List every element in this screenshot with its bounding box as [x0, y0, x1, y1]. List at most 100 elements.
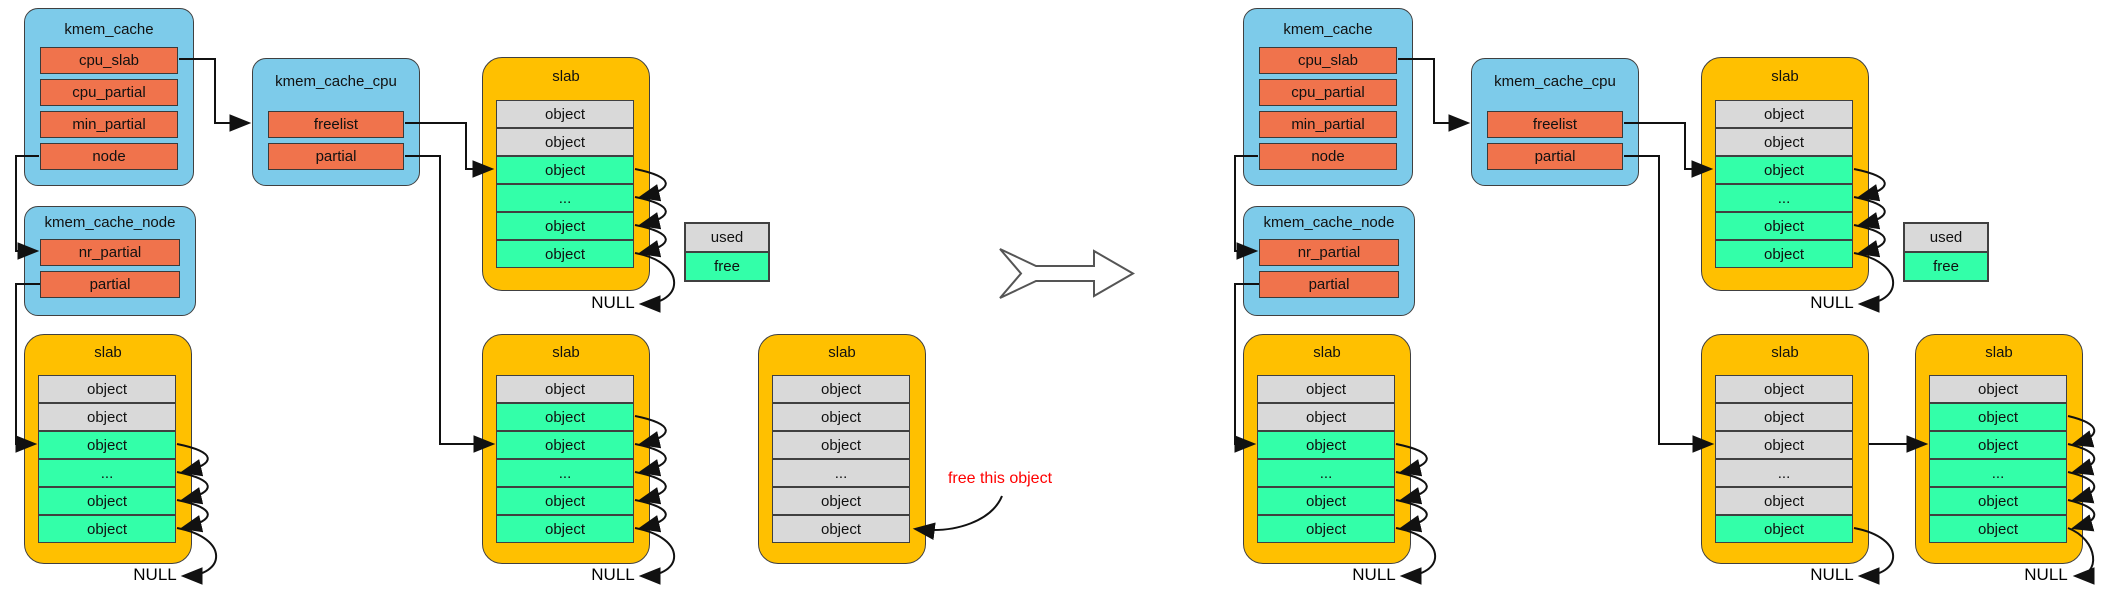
null-label: NULL: [1352, 565, 1396, 584]
field-node: node: [40, 143, 178, 170]
slab-object-row: object: [1929, 487, 2067, 515]
slab-object-row: object: [1715, 487, 1853, 515]
slab-object-row: ...: [1715, 459, 1853, 487]
field-cpu-partial: cpu_partial: [1259, 79, 1397, 106]
slab-object-row: object: [496, 100, 634, 128]
slab-full-left: slab object object object ... object obj…: [758, 334, 926, 564]
slab-object-row: object: [1715, 403, 1853, 431]
transform-arrow: [999, 248, 1136, 299]
slab-title: slab: [552, 344, 580, 361]
field-partial: partial: [1487, 143, 1623, 170]
slab-object-row: object: [1257, 487, 1395, 515]
slab-object-row: object: [772, 431, 910, 459]
slab-object-row: object: [1929, 515, 2067, 543]
kmem-cache-node-box-left: kmem_cache_node nr_partial partial: [24, 206, 196, 316]
slab-object-row: object: [1715, 375, 1853, 403]
null-label: NULL: [591, 293, 635, 312]
free-this-object-annotation: free this object: [947, 470, 1053, 487]
field-freelist: freelist: [268, 111, 404, 138]
kmem-cache-cpu-title: kmem_cache_cpu: [275, 73, 397, 90]
field-min-partial: min_partial: [40, 111, 178, 138]
slab-object-row: ...: [496, 184, 634, 212]
slab-object-row: object: [496, 487, 634, 515]
slab-object-row: object: [496, 128, 634, 156]
slab-object-row: object: [496, 403, 634, 431]
slab-title: slab: [1771, 344, 1799, 361]
slab-object-row: object: [1715, 156, 1853, 184]
slab-object-row: object: [772, 403, 910, 431]
slab-object-row: object: [1715, 515, 1853, 543]
pointer-partial-to-slab-right: [1624, 155, 1715, 453]
null-label: NULL: [1810, 565, 1854, 584]
field-freelist: freelist: [1487, 111, 1623, 138]
slab-object-row: object: [1929, 431, 2067, 459]
kmem-cache-node-title: kmem_cache_node: [44, 214, 176, 231]
slab-title: slab: [552, 68, 580, 85]
slab-title: slab: [828, 344, 856, 361]
slab-object-row: object: [1715, 128, 1853, 156]
slab-object-row: object: [496, 375, 634, 403]
kmem-cache-title: kmem_cache: [1283, 21, 1373, 38]
field-min-partial: min_partial: [1259, 111, 1397, 138]
slab-title: slab: [1313, 344, 1341, 361]
slab-object-row: object: [1929, 375, 2067, 403]
field-cpu-slab: cpu_slab: [40, 47, 178, 74]
field-node: node: [1259, 143, 1397, 170]
slab-object-row: object: [1715, 431, 1853, 459]
slab-object-row: object: [496, 515, 634, 543]
slab-object-row: ...: [1715, 184, 1853, 212]
slab-node-partial-right: slab object object object ... object obj…: [1243, 334, 1411, 564]
slab-title: slab: [1985, 344, 2013, 361]
legend-used: used: [685, 223, 769, 252]
slab-cpu-partial-right: slab object object object ... object obj…: [1915, 334, 2083, 564]
slab-object-row: object: [1257, 375, 1395, 403]
legend-right: used free: [1903, 222, 1989, 282]
slab-object-row: object: [1715, 100, 1853, 128]
null-label: NULL: [1810, 293, 1854, 312]
slab-object-row: object: [38, 403, 176, 431]
slab-object-row: ...: [1929, 459, 2067, 487]
null-label: NULL: [591, 565, 635, 584]
slab-object-row: object: [1715, 212, 1853, 240]
slab-object-row: object: [496, 431, 634, 459]
slab-object-row: object: [496, 212, 634, 240]
kmem-cache-node-title: kmem_cache_node: [1263, 214, 1395, 231]
legend-left: used free: [684, 222, 770, 282]
slab-object-row: object: [1715, 240, 1853, 268]
slab-object-row: ...: [772, 459, 910, 487]
slab-object-row: object: [1257, 403, 1395, 431]
slab-object-row: object: [496, 240, 634, 268]
slab-object-row: object: [772, 487, 910, 515]
slab-object-row: object: [38, 375, 176, 403]
annotation-arrow: [912, 495, 1003, 540]
kmem-cache-cpu-title: kmem_cache_cpu: [1494, 73, 1616, 90]
field-partial: partial: [268, 143, 404, 170]
kmem-cache-cpu-box-right: kmem_cache_cpu freelist partial: [1471, 58, 1639, 186]
legend-free: free: [685, 252, 769, 281]
slab-object-row: object: [1257, 431, 1395, 459]
slab-object-row: object: [38, 515, 176, 543]
slab-object-row: object: [1929, 403, 2067, 431]
kmem-cache-title: kmem_cache: [64, 21, 154, 38]
slab-object-row: object: [38, 431, 176, 459]
null-label: NULL: [2024, 565, 2068, 584]
slab-object-row: object: [38, 487, 176, 515]
slab-object-row: ...: [496, 459, 634, 487]
kmem-cache-box-right: kmem_cache cpu_slab cpu_partial min_part…: [1243, 8, 1413, 186]
slab-cpu-right: slab object object object ... object obj…: [1701, 57, 1869, 291]
legend-used: used: [1904, 223, 1988, 252]
slab-cpu-left: slab object object object ... object obj…: [482, 57, 650, 291]
kmem-cache-node-box-right: kmem_cache_node nr_partial partial: [1243, 206, 1415, 316]
slab-freed-right: slab object object object ... object obj…: [1701, 334, 1869, 564]
slab-title: slab: [94, 344, 122, 361]
slab-object-row: object: [772, 375, 910, 403]
slab-node-partial-left: slab object object object ... object obj…: [24, 334, 192, 564]
kmem-cache-cpu-box-left: kmem_cache_cpu freelist partial: [252, 58, 420, 186]
field-nr-partial: nr_partial: [1259, 239, 1399, 266]
field-cpu-slab: cpu_slab: [1259, 47, 1397, 74]
slab-title: slab: [1771, 68, 1799, 85]
slab-object-row: ...: [1257, 459, 1395, 487]
legend-free: free: [1904, 252, 1988, 281]
null-label: NULL: [133, 565, 177, 584]
slab-cpu-partial-left: slab object object object ... object obj…: [482, 334, 650, 564]
